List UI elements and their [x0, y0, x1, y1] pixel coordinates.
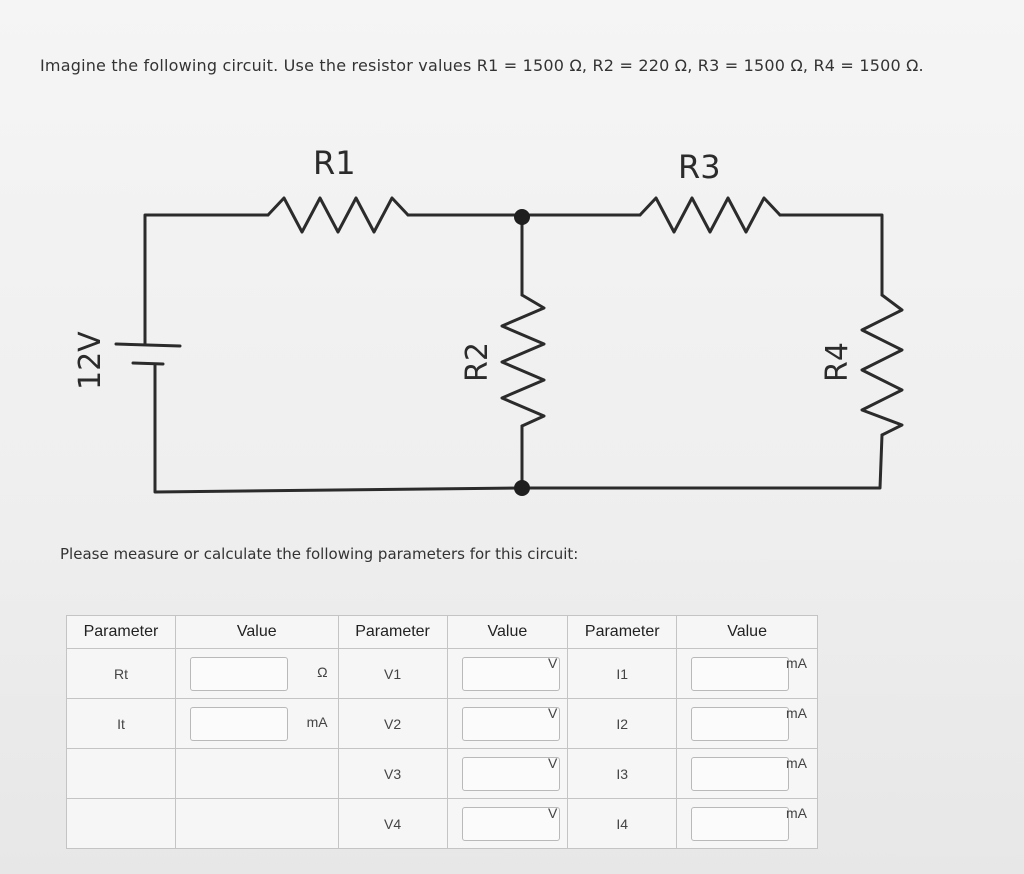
wire-top-right — [778, 213, 884, 297]
label-r1: R1 — [313, 144, 356, 182]
unit-volt: V — [547, 755, 558, 771]
parameters-table: Parameter Value Parameter Value Paramete… — [66, 615, 818, 849]
i3-input[interactable] — [691, 757, 790, 791]
value-cell-empty — [174, 798, 339, 849]
unit-volt: V — [547, 655, 558, 671]
param-i2-label: I2 — [567, 698, 678, 749]
wire-right-bottom — [520, 433, 884, 490]
v4-input[interactable] — [461, 807, 560, 841]
unit-volt: V — [547, 705, 558, 721]
param-i3-label: I3 — [567, 748, 678, 799]
label-r2: R2 — [460, 342, 495, 382]
param-rt-label: Rt — [66, 648, 176, 699]
param-empty — [66, 748, 176, 799]
header-parameter-3: Parameter — [567, 615, 678, 649]
value-cell-it: mA — [174, 698, 339, 749]
resistor-r4 — [860, 293, 904, 437]
value-cell-v4: V — [446, 798, 569, 849]
header-parameter-1: Parameter — [66, 615, 176, 649]
value-cell-v1: V — [446, 648, 569, 699]
label-12v: 12V — [73, 331, 108, 390]
header-value-1: Value — [174, 615, 339, 649]
v2-input[interactable] — [461, 707, 560, 741]
unit-ohm: Ω — [317, 664, 328, 680]
wire-left-top — [143, 213, 270, 342]
unit-milliamp: mA — [786, 755, 807, 771]
v3-input[interactable] — [461, 757, 560, 791]
param-empty — [66, 798, 176, 849]
table-row: V4 V I4 mA — [66, 798, 818, 849]
param-it-label: It — [66, 698, 176, 749]
instruction-text: Please measure or calculate the followin… — [60, 545, 579, 563]
junction-node-bottom — [514, 480, 530, 496]
label-r4: R4 — [820, 342, 855, 382]
table-header-row: Parameter Value Parameter Value Paramete… — [66, 615, 818, 649]
i1-input[interactable] — [691, 657, 790, 691]
rt-input[interactable] — [189, 657, 288, 691]
unit-volt: V — [547, 805, 558, 821]
unit-milliamp: mA — [786, 705, 807, 721]
it-input[interactable] — [189, 707, 288, 741]
param-i1-label: I1 — [567, 648, 678, 699]
resistor-r2 — [500, 293, 546, 428]
param-v1-label: V1 — [337, 648, 448, 699]
i2-input[interactable] — [691, 707, 790, 741]
v1-input[interactable] — [461, 657, 560, 691]
value-cell-i1: mA — [676, 648, 818, 699]
question-prompt: Imagine the following circuit. Use the r… — [40, 56, 924, 75]
circuit-diagram: R1 R3 R2 R4 12V — [73, 144, 904, 496]
header-value-3: Value — [676, 615, 818, 649]
value-cell-i3: mA — [676, 748, 818, 799]
param-v2-label: V2 — [337, 698, 448, 749]
param-v3-label: V3 — [337, 748, 448, 799]
battery-12v — [114, 338, 182, 372]
label-r3: R3 — [678, 148, 721, 186]
resistor-r3 — [638, 196, 782, 234]
header-parameter-2: Parameter — [337, 615, 448, 649]
value-cell-v3: V — [446, 748, 569, 799]
unit-milliamp: mA — [786, 655, 807, 671]
table-row: Rt Ω V1 V I1 mA — [66, 648, 818, 699]
unit-milliamp: mA — [786, 805, 807, 821]
value-cell-v2: V — [446, 698, 569, 749]
value-cell-empty — [174, 748, 339, 799]
value-cell-rt: Ω — [174, 648, 339, 699]
table-row: It mA V2 V I2 mA — [66, 698, 818, 749]
value-cell-i4: mA — [676, 798, 818, 849]
junction-node-top — [514, 209, 530, 225]
wire-bottom-left — [153, 363, 524, 494]
unit-milliamp: mA — [306, 714, 328, 730]
param-v4-label: V4 — [337, 798, 448, 849]
header-value-2: Value — [446, 615, 569, 649]
value-cell-i2: mA — [676, 698, 818, 749]
i4-input[interactable] — [691, 807, 790, 841]
param-i4-label: I4 — [567, 798, 678, 849]
resistor-r1 — [266, 196, 410, 234]
table-row: V3 V I3 mA — [66, 748, 818, 799]
